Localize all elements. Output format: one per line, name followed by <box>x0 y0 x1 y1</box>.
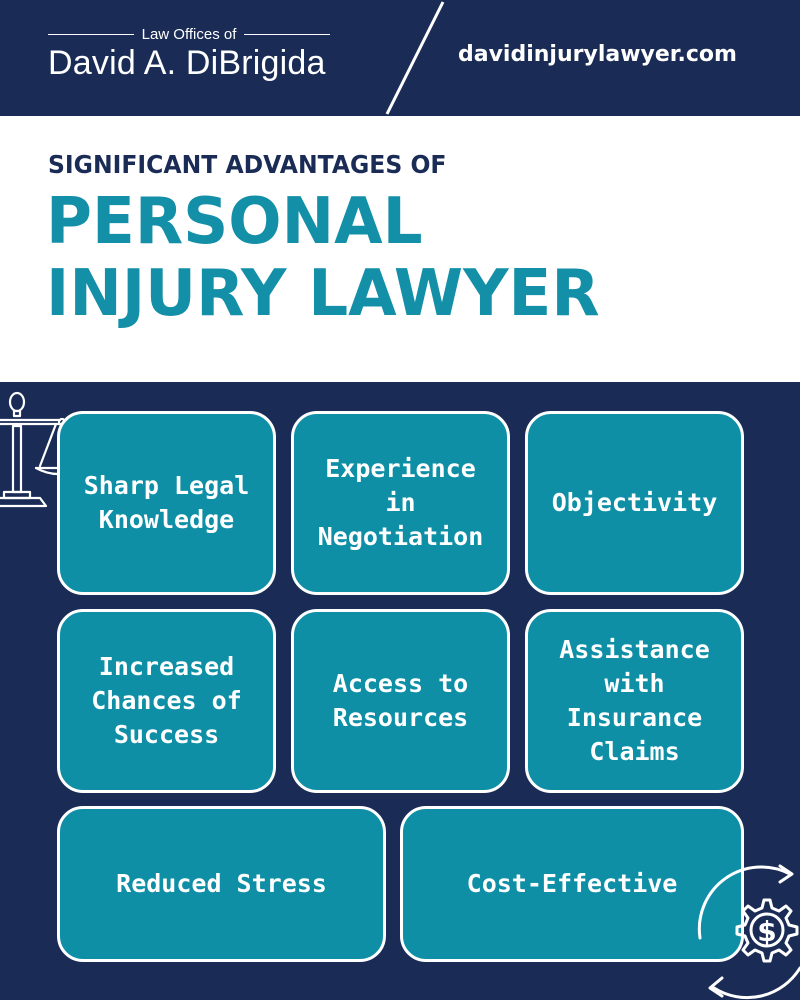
advantage-card-sharp-legal-knowledge: Sharp Legal Knowledge <box>57 411 276 595</box>
advantage-card-access-to-resources: Access to Resources <box>291 609 510 793</box>
header-slash-divider <box>385 1 445 115</box>
logo-name: David A. DiBrigida <box>48 44 326 82</box>
page-subtitle: SIGNIFICANT ADVANTAGES OF <box>48 150 447 179</box>
advantage-label: Cost-Effective <box>466 869 678 898</box>
advantage-label: Reduced Stress <box>116 869 327 898</box>
advantage-card-reduced-stress: Reduced Stress <box>57 806 386 962</box>
logo-divider-right <box>244 34 330 35</box>
advantage-card-cost-effective: Cost-Effective <box>400 806 744 962</box>
dollar-symbol: $ <box>757 915 776 948</box>
page-title: PERSONAL INJURY LAWYER <box>46 186 600 330</box>
advantage-label: Sharp Legal Knowledge <box>83 471 250 534</box>
header-bar <box>0 0 800 116</box>
advantage-card-objectivity: Objectivity <box>525 411 744 595</box>
page-title-line2: INJURY LAWYER <box>46 257 600 331</box>
dollar-gear-cycle-icon: $ <box>697 864 800 1000</box>
logo-divider-left <box>48 34 134 35</box>
advantage-card-assistance-with-insurance-claims: Assistance with Insurance Claims <box>525 609 744 793</box>
advantage-label: Experience in Negotiation <box>317 454 484 551</box>
logo-subtitle: Law Offices of <box>141 26 237 43</box>
advantage-card-increased-chances-of-success: Increased Chances of Success <box>57 609 276 793</box>
advantage-label: Objectivity <box>551 488 718 517</box>
advantage-card-experience-in-negotiation: Experience in Negotiation <box>291 411 510 595</box>
website-link[interactable]: davidinjurylawyer.com <box>458 42 737 67</box>
advantage-label: Assistance with Insurance Claims <box>559 635 710 766</box>
advantage-label: Access to Resources <box>332 669 469 732</box>
advantage-label: Increased Chances of Success <box>91 652 242 749</box>
logo-top-line: Law Offices of <box>48 26 330 43</box>
page-title-line1: PERSONAL <box>46 185 423 259</box>
title-band <box>0 116 800 382</box>
